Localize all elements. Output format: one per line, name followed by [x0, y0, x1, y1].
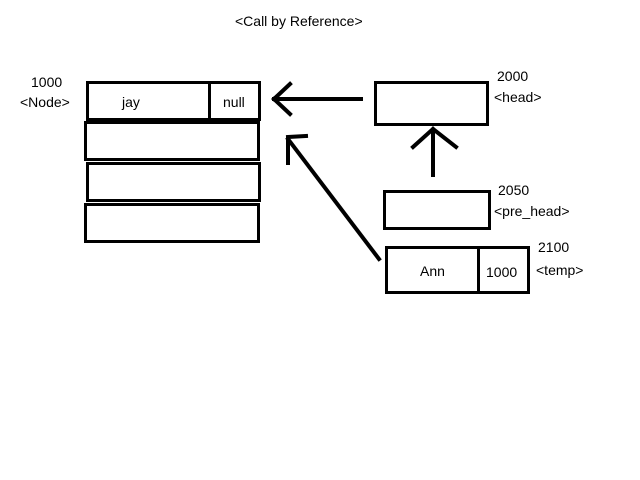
pre-head-type-label: <pre_head> [494, 203, 570, 219]
node-row-3 [86, 162, 261, 202]
node-row-1-next-cell: null [208, 81, 261, 121]
node-row-1-data-cell: jay [86, 81, 211, 121]
diagram-title: <Call by Reference> [235, 13, 363, 29]
head-to-node-arrow [271, 81, 363, 117]
temp-type-label: <temp> [536, 262, 584, 278]
node-next-value: null [223, 94, 245, 110]
temp-data-cell: Ann [385, 246, 480, 294]
temp-to-node-arrow [285, 133, 382, 262]
temp-next-value: 1000 [486, 264, 518, 280]
temp-data-value: Ann [420, 263, 445, 279]
head-type-label: <head> [494, 89, 542, 105]
pre-head-address-label: 2050 [498, 182, 530, 198]
pre-head-to-head-arrow [410, 126, 459, 177]
node-data-value: jay [122, 94, 140, 110]
temp-address-label: 2100 [538, 239, 570, 255]
temp-next-cell: 1000 [477, 246, 530, 294]
node-row-4 [84, 203, 260, 243]
node-row-2 [84, 121, 260, 161]
head-box [374, 81, 489, 126]
pre-head-box [383, 190, 491, 230]
head-address-label: 2000 [497, 68, 529, 84]
node-type-label: <Node> [20, 94, 70, 110]
node-address-label: 1000 [31, 74, 63, 90]
